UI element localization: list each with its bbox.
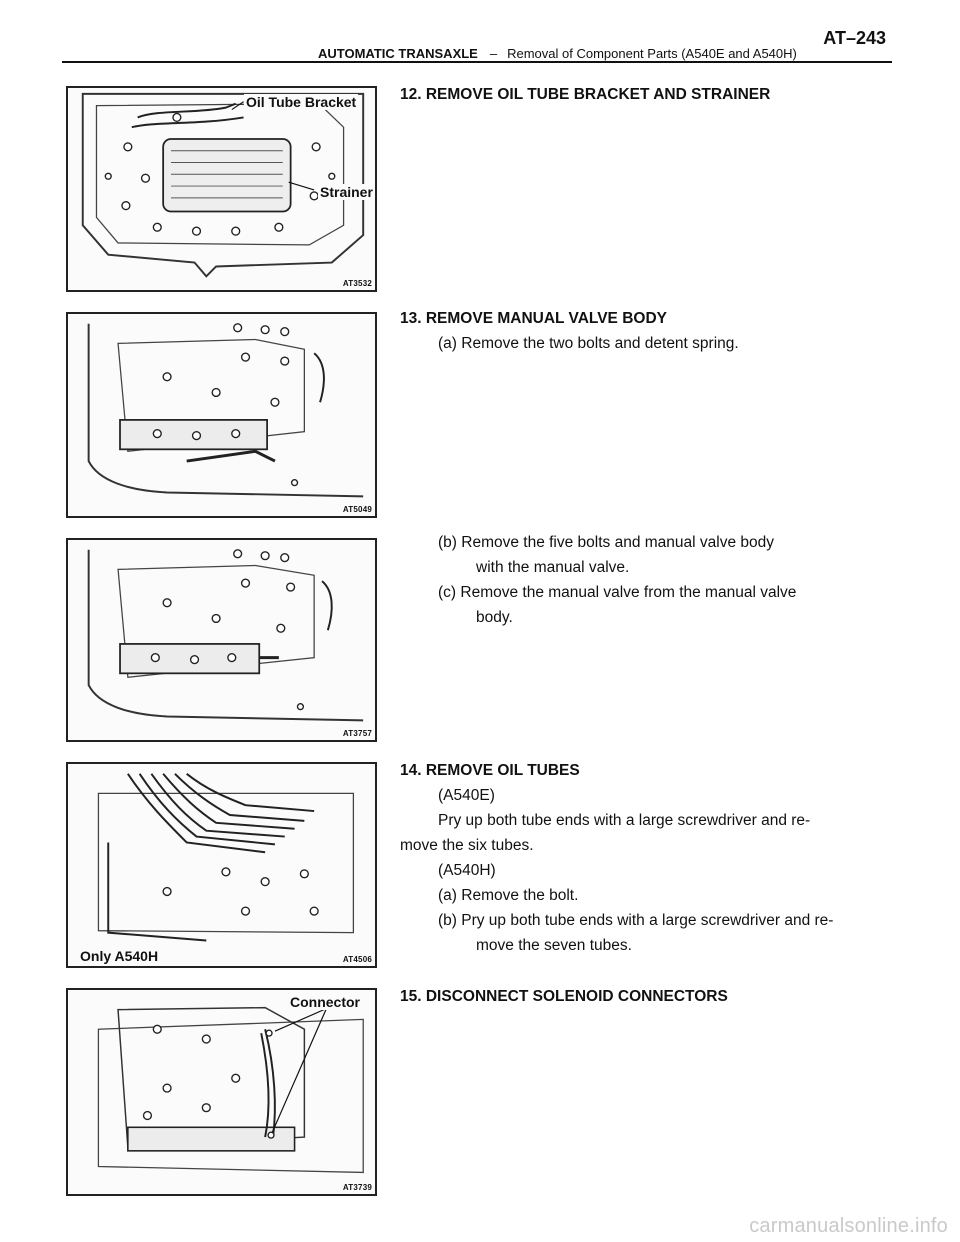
- figure-manual-valve: AT3757: [66, 538, 377, 742]
- step-13c-line2: body.: [476, 609, 513, 626]
- step-13b-line2: with the manual valve.: [476, 559, 630, 576]
- callout-oil-tube-bracket: Oil Tube Bracket: [244, 94, 359, 110]
- step-title: 15. DISCONNECT SOLENOID CONNECTORS: [400, 988, 728, 1005]
- figure-code: AT3739: [342, 1183, 372, 1192]
- step-14-a540e-line2: move the six tubes.: [400, 837, 534, 854]
- step-14b-line2: move the seven tubes.: [476, 937, 632, 954]
- figure-code: AT3532: [342, 279, 372, 288]
- figure-manual-valve-body: AT5049: [66, 312, 377, 518]
- figure-code: AT4506: [342, 955, 372, 964]
- header-rule: [62, 61, 892, 63]
- figure-code: AT3757: [342, 729, 372, 738]
- page-number: AT–243: [823, 28, 886, 48]
- valve-body-illustration: [97, 1006, 364, 1174]
- step-13-continued: (b) Remove the five bolts and manual val…: [400, 530, 880, 630]
- step-title: 12. REMOVE OIL TUBE BRACKET AND STRAINER: [400, 86, 771, 103]
- step-14-variant-a540e: (A540E): [438, 787, 495, 804]
- step-15: 15. DISCONNECT SOLENOID CONNECTORS: [400, 984, 880, 1009]
- figure-oil-tubes: Only A540H AT4506: [66, 762, 377, 968]
- header-separator: –: [489, 46, 498, 61]
- figure-oil-tube-bracket: Oil Tube Bracket Strainer AT3532: [66, 86, 377, 292]
- valve-body-illustration: [81, 92, 365, 278]
- header-section: AUTOMATIC TRANSAXLE–Removal of Component…: [318, 46, 797, 61]
- step-14-a540e-line1: Pry up both tube ends with a large screw…: [438, 812, 811, 829]
- page-header: AUTOMATIC TRANSAXLE–Removal of Component…: [62, 26, 892, 63]
- callout-connector: Connector: [288, 994, 362, 1010]
- step-13: 13. REMOVE MANUAL VALVE BODY (a) Remove …: [400, 306, 880, 356]
- step-14: 14. REMOVE OIL TUBES (A540E) Pry up both…: [400, 758, 880, 958]
- step-14a: (a) Remove the bolt.: [438, 887, 579, 904]
- step-title: 14. REMOVE OIL TUBES: [400, 762, 580, 779]
- step-13c-line1: (c) Remove the manual valve from the man…: [438, 584, 797, 601]
- valve-body-illustration: [87, 323, 364, 498]
- step-13b-line1: (b) Remove the five bolts and manual val…: [438, 534, 775, 551]
- header-subtitle: Removal of Component Parts (A540E and A5…: [507, 46, 797, 61]
- callout-only-a540h: Only A540H: [78, 948, 161, 964]
- step-title: 13. REMOVE MANUAL VALVE BODY: [400, 310, 667, 327]
- figure-solenoid-connectors: Connector AT3739: [66, 988, 377, 1196]
- callout-strainer: Strainer: [318, 184, 375, 200]
- step-14b-line1: (b) Pry up both tube ends with a large s…: [438, 912, 834, 929]
- watermark: carmanualsonline.info: [749, 1215, 948, 1237]
- header-section-title: AUTOMATIC TRANSAXLE: [318, 46, 478, 61]
- step-12: 12. REMOVE OIL TUBE BRACKET AND STRAINER: [400, 82, 880, 107]
- valve-body-illustration: [87, 549, 364, 722]
- valve-body-illustration: [97, 773, 355, 942]
- figure-code: AT5049: [342, 505, 372, 514]
- step-13a: (a) Remove the two bolts and detent spri…: [438, 335, 739, 352]
- step-14-variant-a540h: (A540H): [438, 862, 496, 879]
